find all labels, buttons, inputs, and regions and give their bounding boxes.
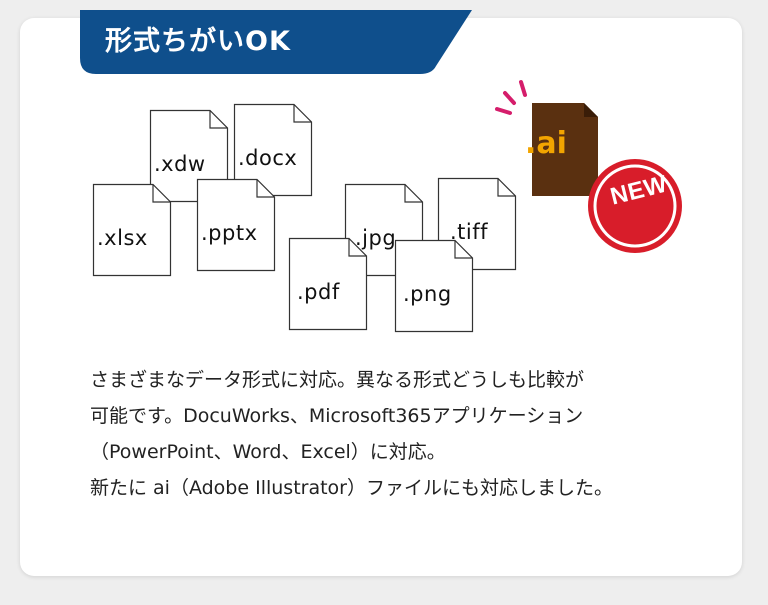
- ai-icon-graphic: [495, 80, 682, 253]
- file-icon-png: .png: [394, 239, 474, 333]
- header-tab: 形式ちがいOK: [80, 10, 490, 74]
- description-line: 新たに ai（Adobe Illustrator）ファイルにも対応しました。: [90, 477, 613, 499]
- file-label: .tiff: [450, 220, 489, 244]
- header-title: 形式ちがいOK: [105, 26, 291, 57]
- file-label: .xlsx: [97, 226, 148, 250]
- file-label: .pdf: [297, 280, 340, 304]
- file-icon-pdf: .pdf: [288, 237, 368, 331]
- feature-card: [20, 18, 742, 576]
- file-icon-xlsx: .xlsx: [92, 183, 172, 277]
- description-line: さまざまなデータ形式に対応。異なる形式どうしも比較が: [90, 369, 585, 391]
- file-icon-pptx: .pptx: [196, 178, 276, 272]
- header-tab-shape: [80, 10, 472, 74]
- description-line: 可能です。DocuWorks、Microsoft365アプリケーション: [90, 405, 584, 427]
- description-line: （PowerPoint、Word、Excel）に対応。: [90, 441, 446, 463]
- file-label: .xdw: [154, 152, 206, 176]
- description: さまざまなデータ形式に対応。異なる形式どうしも比較が 可能です。DocuWork…: [90, 362, 730, 506]
- file-label: .docx: [238, 146, 298, 170]
- file-icon-xdw: .xdw: [149, 109, 229, 203]
- file-label: .png: [403, 282, 452, 306]
- ai-label: .ai: [525, 126, 567, 161]
- ai-file-icon: .ai NEW: [492, 78, 692, 268]
- file-label: .jpg: [355, 226, 397, 250]
- file-label: .pptx: [201, 221, 258, 245]
